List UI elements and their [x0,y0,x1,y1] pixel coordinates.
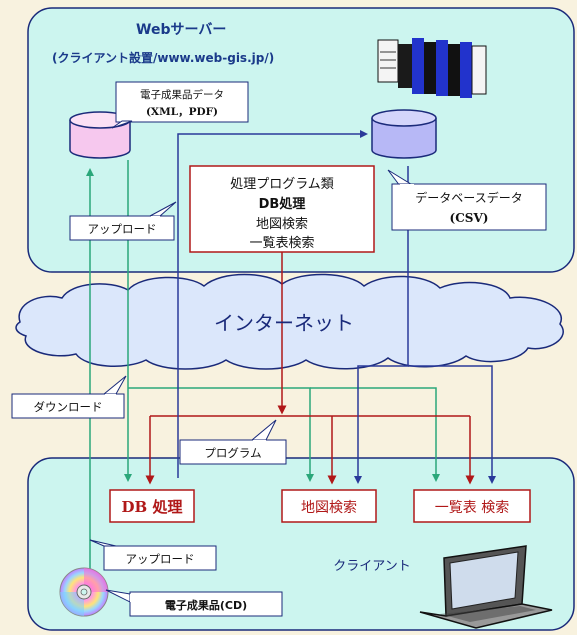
deliverables-label-line2: (XML，PDF) [146,106,218,118]
database-cylinder [371,109,437,159]
upload-top-label: アップロード [88,222,157,236]
db-upload-to-database-line [177,130,368,478]
programs-line1: 処理プログラム類 [230,177,334,192]
client-label: クライアント [333,559,410,574]
programs-line3: 地図検索 [256,217,308,232]
download-callout [11,375,127,419]
server-subtitle: (クライアント設置/www.web-gis.jp/) [52,50,274,65]
cd-label: 電子成果品(CD) [165,598,247,612]
programs-line4: 一覧表検索 [249,235,314,251]
deliverables-callout [111,81,249,129]
cd-icon [59,567,109,617]
database-data-callout [387,169,547,231]
program-label: プログラム [204,446,261,460]
upload-download-arrows [86,160,440,590]
server-rack-icon [377,38,487,98]
programs-line2: DB処理 [259,196,306,212]
internet-cloud [15,273,564,370]
client-map-label: 地図検索 [301,499,357,516]
database-data-line1: データベースデータ [415,190,522,205]
data-arrows [177,130,496,484]
cd-callout [105,589,283,617]
client-db-label: DB 処理 [122,498,183,516]
server-title: Webサーバー [136,22,226,38]
programs-box [189,165,375,253]
internet-label: インターネット [214,311,354,335]
deliverables-label-line1: 電子成果品データ [140,88,224,101]
program-arrows [145,252,475,485]
download-label: ダウンロード [34,400,103,414]
database-to-map-line [354,166,409,484]
database-data-line2: (CSV) [450,211,489,225]
upload-bottom-callout [89,539,217,571]
client-list-label: 一覧表 検索 [435,499,509,516]
client-list-box [413,489,531,523]
deliverables-db-cylinder [69,111,131,159]
download-to-list-line [310,387,440,482]
client-map-box [281,489,377,523]
laptop-icon [419,545,553,629]
upload-bottom-label: アップロード [126,552,195,566]
client-db-box [109,489,195,523]
upload-top-callout [69,201,177,241]
database-to-list-line [408,365,496,484]
program-callout [179,419,287,465]
